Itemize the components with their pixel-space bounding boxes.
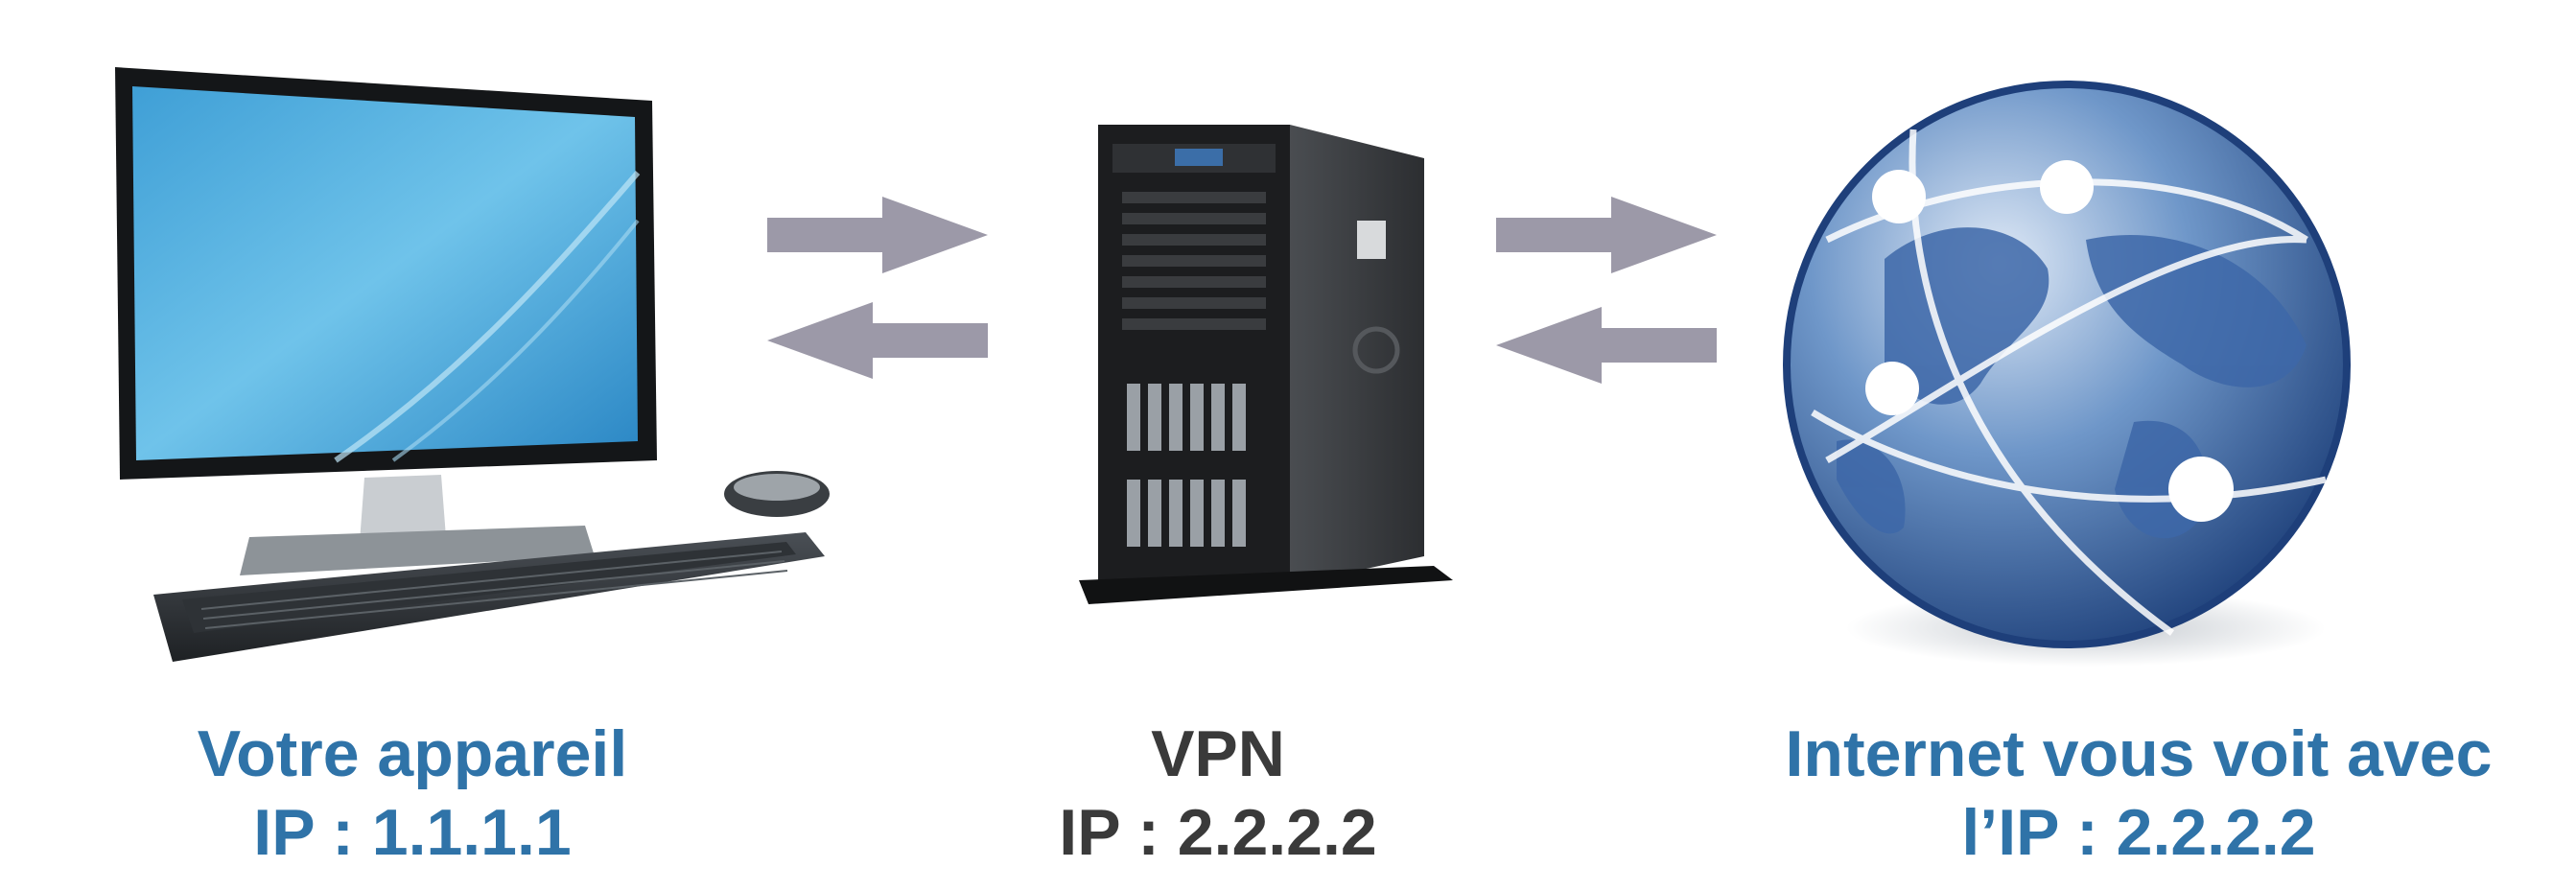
globe-network-icon: [1783, 81, 2351, 667]
device-label: Votre appareil IP : 1.1.1.1: [29, 715, 796, 872]
arrow-left-icon: [1496, 307, 1717, 384]
vpn-ip: IP : 2.2.2.2: [1059, 796, 1377, 869]
internet-label: Internet vous voit avec l’IP : 2.2.2.2: [1688, 715, 2576, 872]
internet-title: Internet vous voit avec: [1785, 717, 2493, 790]
arrow-right-icon: [767, 197, 988, 273]
vpn-label: VPN IP : 2.2.2.2: [834, 715, 1602, 872]
device-title: Votre appareil: [197, 717, 628, 790]
desktop-computer-icon: [115, 67, 830, 662]
arrow-right-icon: [1496, 197, 1717, 273]
internet-ip: l’IP : 2.2.2.2: [1961, 796, 2316, 869]
server-tower-icon: [1079, 125, 1453, 604]
arrow-left-icon: [767, 302, 988, 379]
device-ip: IP : 1.1.1.1: [253, 796, 572, 869]
vpn-title: VPN: [1151, 717, 1285, 790]
